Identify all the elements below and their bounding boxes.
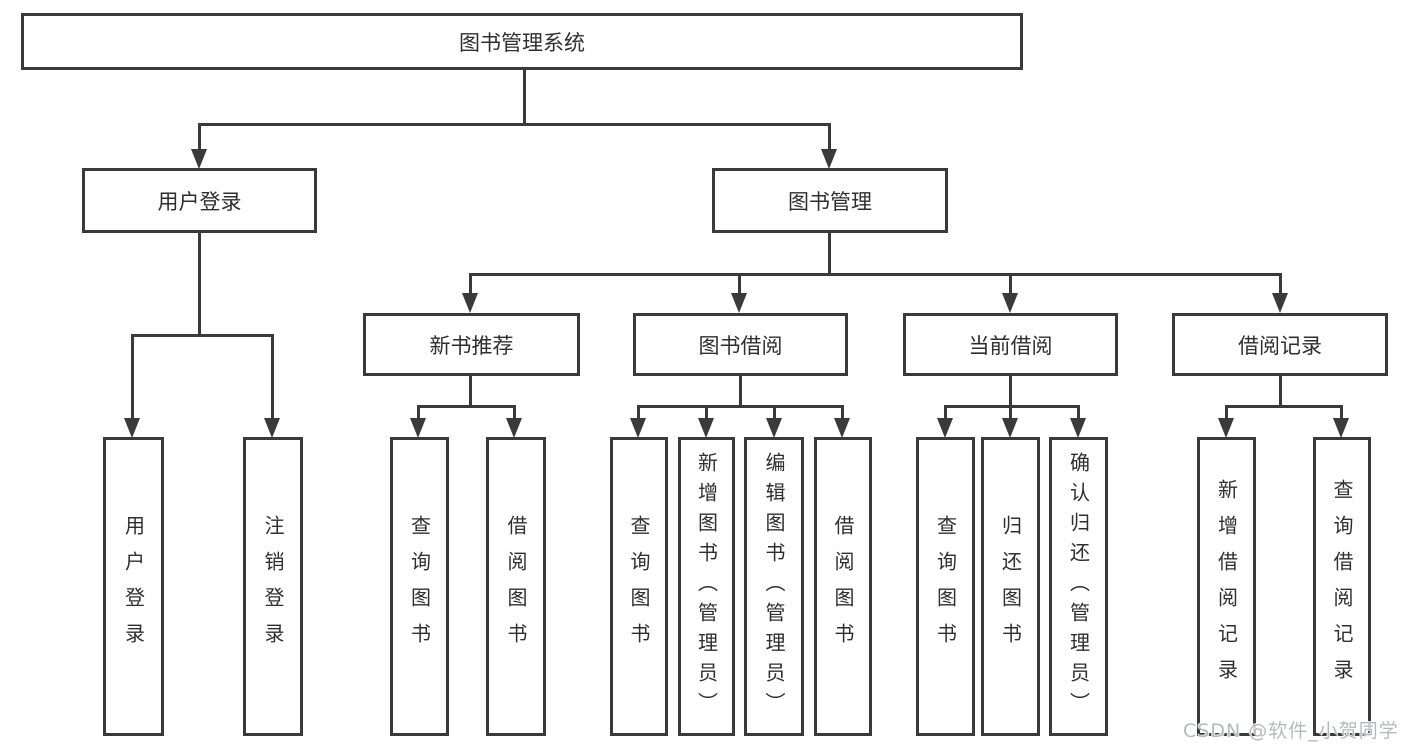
arrow-down-icon [1333,418,1349,438]
connector-line [417,405,516,408]
leaf-current-confirm-admin: 确认归还（管理员） [1049,437,1108,736]
connector-line [1225,405,1228,420]
connector-line [773,405,776,420]
connector-line [523,69,526,126]
node-new-book-recommend: 新书推荐 [363,313,580,376]
node-new-book-recommend-label: 新书推荐 [429,333,514,358]
arrow-down-icon [410,418,426,438]
node-borrow-record: 借阅记录 [1172,313,1388,376]
connector-line [1279,375,1282,408]
arrow-down-icon [1272,293,1288,313]
node-book-borrow-label: 图书借阅 [698,333,783,358]
leaf-record-add: 新增借阅记录 [1197,437,1256,736]
leaf-user-login-label: 用户登录 [121,514,146,659]
leaf-borrow-borrow: 借阅图书 [814,437,872,736]
arrow-down-icon [1218,418,1234,438]
arrow-down-icon [1070,418,1086,438]
arrow-down-icon [191,149,207,169]
leaf-borrow-borrow-label: 借阅图书 [831,514,855,659]
arrow-down-icon [264,418,280,438]
leaf-borrow-add-admin: 新增图书（管理员） [678,437,735,736]
leaf-logout-label: 注销登录 [261,514,285,659]
leaf-current-return-label: 归还图书 [998,514,1023,659]
node-user-login: 用户登录 [82,168,317,233]
connector-line [469,273,472,297]
connector-line [637,405,640,420]
node-book-management: 图书管理 [712,168,948,233]
leaf-newbook-query-label: 查询图书 [407,514,432,659]
connector-line [944,405,1080,408]
connector-line [637,405,844,408]
node-root-label: 图书管理系统 [459,30,585,55]
node-book-management-label: 图书管理 [788,189,872,214]
connector-line [1279,273,1282,297]
arrow-down-icon [506,418,522,438]
watermark: CSDN @软件_小贺同学 [1183,720,1399,742]
leaf-user-login: 用户登录 [103,437,164,736]
connector-line [739,375,742,408]
node-root: 图书管理系统 [21,13,1023,70]
leaf-borrow-add-admin-label: 新增图书（管理员） [694,451,719,722]
leaf-borrow-query: 查询图书 [610,437,668,736]
arrow-down-icon [124,418,140,438]
arrow-down-icon [834,418,850,438]
leaf-borrow-edit-admin: 编辑图书（管理员） [744,437,804,736]
connector-line [131,334,134,419]
leaf-logout: 注销登录 [243,437,303,736]
arrow-down-icon [462,293,478,313]
connector-line [469,273,1282,276]
leaf-record-query: 查询借阅记录 [1313,437,1371,736]
connector-line [841,405,844,420]
leaf-newbook-borrow-label: 借阅图书 [504,514,528,659]
arrow-down-icon [766,418,782,438]
leaf-record-query-label: 查询借阅记录 [1330,478,1354,695]
connector-line [828,232,831,276]
leaf-current-query: 查询图书 [916,437,975,736]
leaf-current-query-label: 查询图书 [933,514,958,659]
leaf-newbook-query: 查询图书 [390,437,449,736]
arrow-down-icon [821,149,837,169]
arrow-down-icon [698,418,714,438]
connector-line [944,405,947,420]
connector-line [1009,405,1012,420]
connector-line [738,273,741,297]
leaf-current-return: 归还图书 [981,437,1040,736]
node-current-borrow-label: 当前借阅 [968,333,1053,358]
connector-line [131,334,274,337]
arrow-down-icon [1002,418,1018,438]
arrow-down-icon [731,293,747,313]
connector-line [1340,405,1343,420]
leaf-borrow-edit-admin-label: 编辑图书（管理员） [762,451,786,722]
connector-line [1225,405,1343,408]
connector-line [1009,273,1012,297]
node-borrow-record-label: 借阅记录 [1238,333,1322,358]
connector-line [271,334,274,419]
leaf-record-add-label: 新增借阅记录 [1214,478,1239,695]
arrow-down-icon [630,418,646,438]
connector-line [513,405,516,420]
connector-line [198,232,201,337]
connector-line [198,123,831,126]
connector-line [828,123,831,151]
leaf-newbook-borrow: 借阅图书 [486,437,546,736]
node-book-borrow: 图书借阅 [633,313,848,376]
connector-line [198,123,201,151]
leaf-borrow-query-label: 查询图书 [627,514,651,659]
node-user-login-label: 用户登录 [157,189,242,214]
connector-line [417,405,420,420]
connector-line [1077,405,1080,420]
leaf-current-confirm-admin-label: 确认归还（管理员） [1066,451,1091,722]
arrow-down-icon [1002,293,1018,313]
connector-line [1009,375,1012,408]
node-current-borrow: 当前借阅 [903,313,1118,376]
connector-line [705,405,708,420]
connector-line [469,375,472,408]
arrow-down-icon [937,418,953,438]
